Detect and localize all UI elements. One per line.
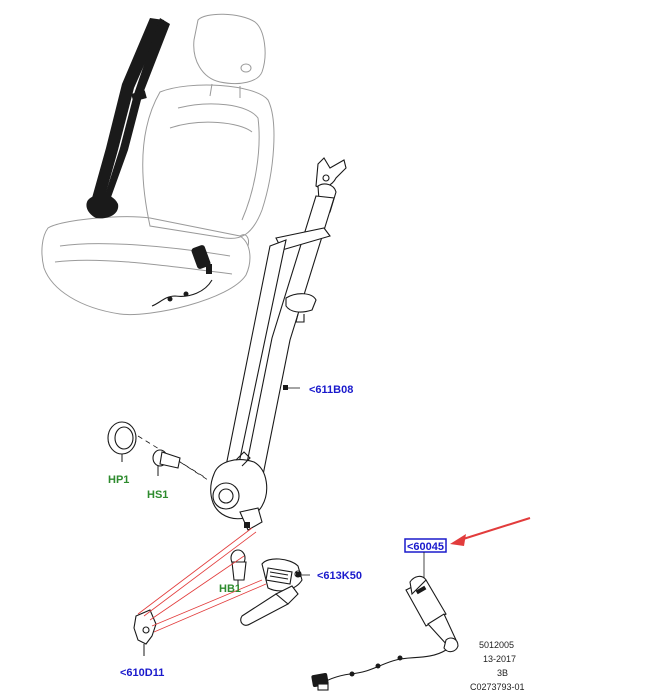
metadata-line-3: 3B — [497, 668, 508, 678]
red-leader-lines — [137, 527, 267, 633]
bolt-part[interactable] — [152, 449, 181, 476]
callout-belt-assembly-label[interactable]: <611B08 — [309, 384, 353, 396]
fastener-hb1-label: HB1 — [219, 583, 241, 595]
seat-belt-on-seat — [86, 18, 170, 219]
callout-belt-assembly[interactable]: <611B08 — [283, 384, 353, 396]
callout-bracket[interactable]: <610D11 — [120, 667, 164, 679]
buckle-anchor-part[interactable] — [240, 558, 303, 626]
callout-buckle-anchor[interactable]: <613K50 — [296, 570, 362, 582]
callout-selected-part[interactable]: <60045 — [404, 538, 447, 578]
callout-buckle-anchor-label[interactable]: <613K50 — [317, 570, 362, 582]
bracket-part[interactable] — [133, 609, 157, 656]
plug-part[interactable] — [107, 421, 137, 462]
selected-part-highlight-box — [404, 538, 447, 553]
callout-bracket-label[interactable]: <610D11 — [120, 667, 164, 679]
fastener-hs1-label: HS1 — [147, 489, 168, 501]
seat-belt-assembly[interactable] — [210, 157, 347, 531]
seat-illustration — [41, 13, 275, 316]
metadata-line-2: 13-2017 — [483, 654, 516, 664]
diagram-metadata: 5012005 13-2017 3B C0273793-01 — [470, 640, 525, 692]
callout-selected-part-label[interactable]: <60045 — [407, 541, 444, 553]
fastener-hp1-label: HP1 — [108, 474, 129, 486]
bolt-part-lower[interactable] — [230, 549, 247, 588]
metadata-line-1: 5012005 — [479, 640, 514, 650]
selected-buckle-part[interactable] — [311, 575, 459, 691]
fastener-labels: HP1 HS1 HB1 — [108, 474, 241, 595]
metadata-line-4: C0273793-01 — [470, 682, 525, 692]
red-arrow-icon — [450, 517, 531, 546]
